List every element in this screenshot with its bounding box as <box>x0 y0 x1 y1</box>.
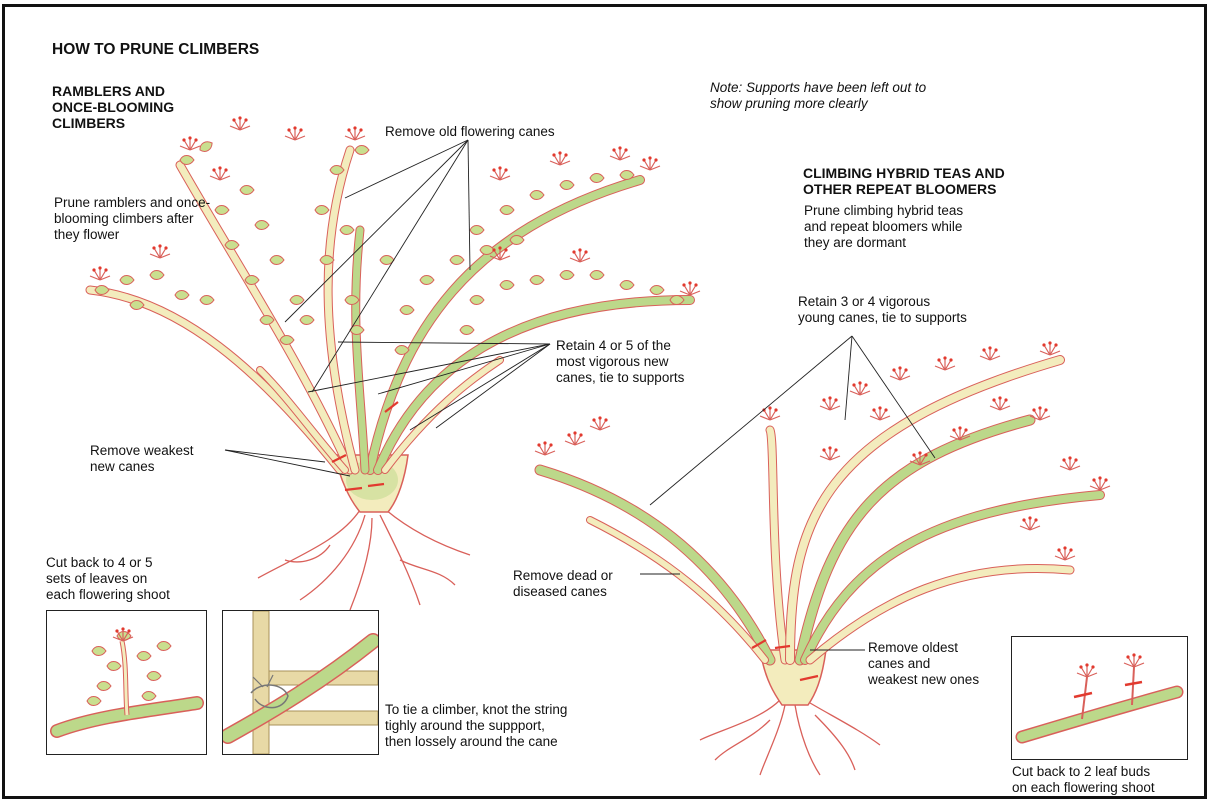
label-line: Remove oldest <box>868 640 979 656</box>
page-title: HOW TO PRUNE CLIMBERS <box>52 42 259 58</box>
label-remove-dead: Remove dead or diseased canes <box>513 568 613 600</box>
inset-buds <box>1011 636 1188 760</box>
label-line: new canes <box>90 459 194 475</box>
rambler-instruction: Prune ramblers and once- blooming climbe… <box>54 195 210 243</box>
caption-line: on each flowering shoot <box>1012 780 1155 796</box>
label-line: canes and <box>868 656 979 672</box>
heading-line: CLIMBING HYBRID TEAS AND <box>803 165 1005 181</box>
climber-instruction: Prune climbing hybrid teas and repeat bl… <box>804 203 963 251</box>
caption-line: sets of leaves on <box>46 571 170 587</box>
label-line: Remove dead or <box>513 568 613 584</box>
label-line: Retain 4 or 5 of the <box>556 338 684 354</box>
inset-buds-caption: Cut back to 2 leaf buds on each flowerin… <box>1012 764 1155 796</box>
inset-tie <box>222 610 379 755</box>
instruction-line: they are dormant <box>804 235 963 251</box>
inset-buds-drawing <box>1012 637 1187 759</box>
label-line: Retain 3 or 4 vigorous <box>798 294 967 310</box>
rambler-roots <box>258 510 470 610</box>
caption-line: tighly around the suppport, <box>385 718 567 734</box>
inset-leaves-caption: Cut back to 4 or 5 sets of leaves on eac… <box>46 555 170 603</box>
heading-line: CLIMBERS <box>52 115 174 131</box>
inset-tie-drawing <box>223 611 378 754</box>
inset-leaves-drawing <box>47 611 206 754</box>
label-line: weakest new ones <box>868 672 979 688</box>
heading-line: RAMBLERS AND <box>52 83 174 99</box>
instruction-line: they flower <box>54 227 210 243</box>
caption-line: then lossely around the cane <box>385 734 567 750</box>
instruction-line: Prune climbing hybrid teas <box>804 203 963 219</box>
label-line: most vigorous new <box>556 354 684 370</box>
label-remove-oldest: Remove oldest canes and weakest new ones <box>868 640 979 688</box>
instruction-line: and repeat bloomers while <box>804 219 963 235</box>
note-line: Note: Supports have been left out to <box>710 80 926 96</box>
caption-line: To tie a climber, knot the string <box>385 702 567 718</box>
label-line: diseased canes <box>513 584 613 600</box>
rambler-leaders <box>225 140 550 476</box>
label-retain-new-canes: Retain 4 or 5 of the most vigorous new c… <box>556 338 684 386</box>
label-remove-weakest: Remove weakest new canes <box>90 443 194 475</box>
label-line: young canes, tie to supports <box>798 310 967 326</box>
rambler-heading: RAMBLERS AND ONCE-BLOOMING CLIMBERS <box>52 83 174 131</box>
instruction-line: Prune ramblers and once- <box>54 195 210 211</box>
climber-heading: CLIMBING HYBRID TEAS AND OTHER REPEAT BL… <box>803 165 1005 197</box>
inset-leaves <box>46 610 207 755</box>
label-remove-old-canes: Remove old flowering canes <box>385 124 555 140</box>
label-line: canes, tie to supports <box>556 370 684 386</box>
climber-roots <box>700 700 880 775</box>
caption-line: Cut back to 2 leaf buds <box>1012 764 1155 780</box>
note-text: Note: Supports have been left out to sho… <box>710 80 926 112</box>
heading-line: ONCE-BLOOMING <box>52 99 174 115</box>
instruction-line: blooming climbers after <box>54 211 210 227</box>
heading-line: OTHER REPEAT BLOOMERS <box>803 181 1005 197</box>
tie-caption: To tie a climber, knot the string tighly… <box>385 702 567 750</box>
note-line: show pruning more clearly <box>710 96 926 112</box>
label-retain-young-canes: Retain 3 or 4 vigorous young canes, tie … <box>798 294 967 326</box>
label-line: Remove weakest <box>90 443 194 459</box>
caption-line: each flowering shoot <box>46 587 170 603</box>
caption-line: Cut back to 4 or 5 <box>46 555 170 571</box>
